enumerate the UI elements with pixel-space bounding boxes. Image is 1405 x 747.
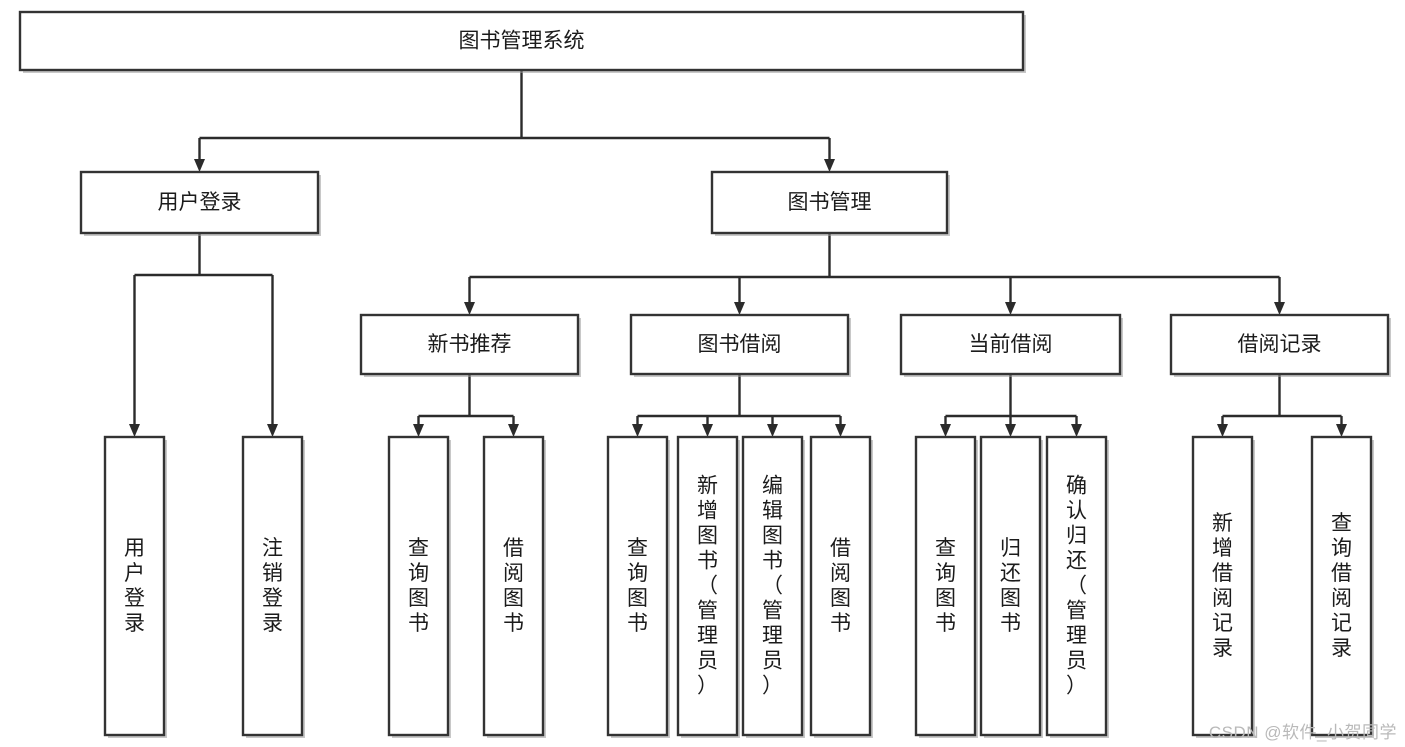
node-borrow-record[interactable]: 借阅记录 [1169,313,1391,377]
node-label: 查询图书 [408,537,429,635]
connector-new-book-recommend [417,374,515,424]
connector-root [198,70,831,159]
connector-book-manage [468,233,1281,302]
node-leaf-borrow-book-2[interactable]: 借阅图书 [809,435,873,738]
arrow-head-icon [1005,424,1016,437]
arrow-head-icon [1217,424,1228,437]
node-leaf-logout[interactable]: 注销登录 [241,435,305,738]
arrow-head-icon [1274,302,1285,315]
node-label: 当前借阅 [969,333,1053,356]
arrow-head-icon [1005,302,1016,315]
node-root-图书管理系统[interactable]: 图书管理系统 [18,10,1026,73]
node-leaf-confirm-return[interactable]: 确认归还（管理员） [1045,435,1109,738]
connector-current-borrow [944,374,1078,424]
connector-user-login [133,233,274,424]
node-rect [18,10,1025,72]
arrow-head-icon [767,424,778,437]
node-rect [387,435,450,737]
node-label: 用户登录 [124,537,145,635]
node-rect [979,435,1042,737]
node-leaf-query-book-3[interactable]: 查询图书 [914,435,978,738]
arrow-head-icon [734,302,745,315]
arrow-head-icon [702,424,713,437]
node-label: 借阅图书 [830,537,851,635]
node-rect [809,435,872,737]
node-label: 确认归还（管理员） [1066,475,1087,698]
node-rect [676,435,739,737]
node-label: 图书管理系统 [459,30,585,53]
node-rect [899,313,1122,376]
arrow-head-icon [824,159,835,172]
node-new-book-recommend[interactable]: 新书推荐 [359,313,581,377]
node-rect [606,435,669,737]
node-rect [710,170,949,235]
node-layer: 图书管理系统用户登录图书管理新书推荐图书借阅当前借阅借阅记录用户登录注销登录查询… [18,10,1391,738]
node-label: 新增图书（管理员） [697,475,718,698]
node-rect [914,435,977,737]
node-rect [1045,435,1108,737]
arrow-head-icon [508,424,519,437]
node-rect [1191,435,1254,737]
node-rect [241,435,304,737]
node-label: 注销登录 [262,537,283,635]
node-label: 用户登录 [158,191,242,214]
node-leaf-borrow-book-1[interactable]: 借阅图书 [482,435,546,738]
connector-book-borrow [636,374,842,424]
node-leaf-add-book[interactable]: 新增图书（管理员） [676,435,740,738]
arrow-head-icon [413,424,424,437]
node-rect [103,435,166,737]
node-leaf-query-record[interactable]: 查询借阅记录 [1310,435,1374,738]
node-label: 归还图书 [1000,537,1021,635]
arrow-head-icon [632,424,643,437]
arrow-head-icon [940,424,951,437]
arrow-head-icon [1336,424,1347,437]
node-label: 编辑图书（管理员） [762,475,783,698]
node-label: 查询借阅记录 [1331,512,1352,660]
node-rect [359,313,580,376]
node-rect [482,435,545,737]
node-label: 借阅记录 [1238,333,1322,356]
node-rect [629,313,850,376]
node-user-login[interactable]: 用户登录 [79,170,321,236]
node-rect [1310,435,1373,737]
node-book-borrow[interactable]: 图书借阅 [629,313,851,377]
node-label: 借阅图书 [503,537,524,635]
node-label: 新增借阅记录 [1212,512,1233,660]
node-leaf-return-book[interactable]: 归还图书 [979,435,1043,738]
node-current-borrow[interactable]: 当前借阅 [899,313,1123,377]
node-leaf-query-book-1[interactable]: 查询图书 [387,435,451,738]
connector-layer [129,70,1347,437]
arrow-head-icon [267,424,278,437]
node-rect [1169,313,1390,376]
arrow-head-icon [1071,424,1082,437]
arrow-head-icon [194,159,205,172]
node-rect [79,170,320,235]
node-leaf-edit-book[interactable]: 编辑图书（管理员） [741,435,805,738]
connector-borrow-record [1221,374,1343,424]
node-book-manage[interactable]: 图书管理 [710,170,950,236]
arrow-head-icon [835,424,846,437]
node-leaf-user-login[interactable]: 用户登录 [103,435,167,738]
node-leaf-query-book-2[interactable]: 查询图书 [606,435,670,738]
node-rect [741,435,804,737]
node-label: 新书推荐 [428,333,512,356]
node-label: 查询图书 [935,537,956,635]
node-label: 图书管理 [788,191,872,214]
arrow-head-icon [464,302,475,315]
node-leaf-add-record[interactable]: 新增借阅记录 [1191,435,1255,738]
arrow-head-icon [129,424,140,437]
node-label: 图书借阅 [698,333,782,356]
node-label: 查询图书 [627,537,648,635]
